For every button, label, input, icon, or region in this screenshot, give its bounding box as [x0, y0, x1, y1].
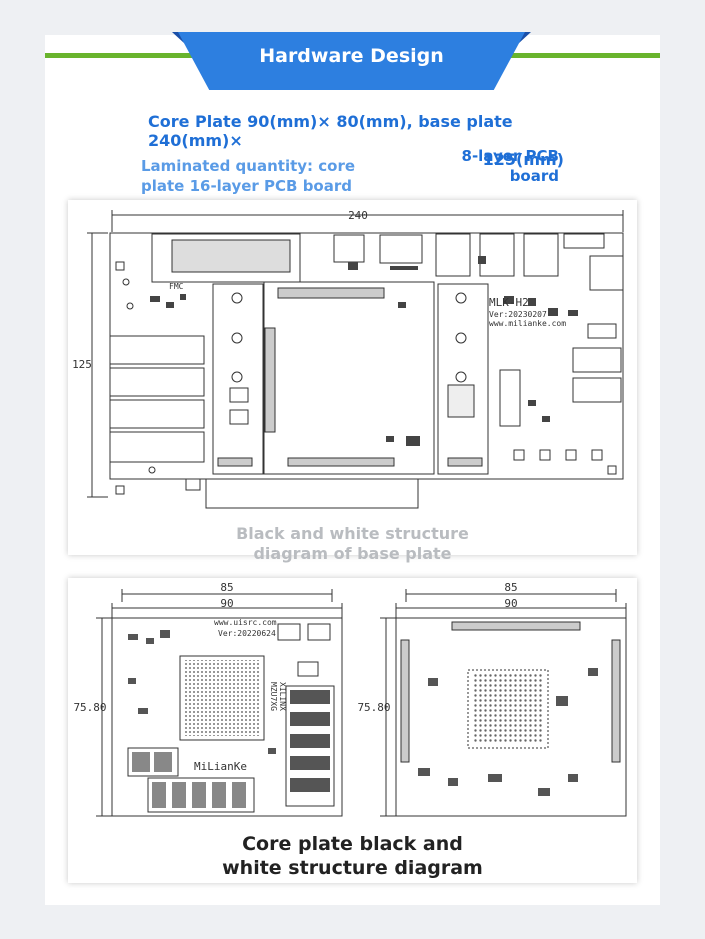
core-caption-line1: Core plate black and: [242, 833, 463, 855]
base-width-label: 240: [348, 209, 368, 222]
model-label: MLK-H2: [489, 296, 529, 309]
core-plate-caption: Core plate black and white structure dia…: [68, 832, 637, 880]
core-chip-line1: XILINX: [278, 682, 287, 711]
fmc-label: FMC: [169, 282, 184, 291]
core-url-label: www.uisrc.com: [214, 618, 277, 627]
core-plate-diagrams: 85 90 75.80 85 90 75.80 www.uisrc.com Ve…: [73, 581, 627, 817]
core-plate-card: 85 90 75.80 85 90 75.80 www.uisrc.com Ve…: [68, 578, 637, 883]
core-top-outer-width: 85: [220, 581, 233, 594]
core-bottom-height: 75.80: [357, 701, 390, 714]
core-dimensions-line1: Core Plate 90(mm)× 80(mm), base plate 24…: [148, 112, 513, 150]
laminated-quantity: Laminated quantity: core plate 16-layer …: [141, 156, 361, 196]
laminated-line1: Laminated quantity: core: [141, 157, 356, 175]
core-bottom-inner-width: 90: [504, 597, 517, 610]
url-label: www.milianke.com: [489, 319, 566, 328]
core-version-label: Ver:20220624: [218, 629, 276, 638]
base-plate-caption: Black and white structure diagram of bas…: [68, 524, 637, 564]
core-brand-label: MiLianKe: [194, 760, 247, 773]
base-height-label: 125: [72, 358, 92, 371]
core-dimensions-line2: 125(mm): [482, 150, 564, 169]
title-banner: [178, 32, 525, 90]
base-caption-line2: diagram of base plate: [253, 544, 452, 563]
core-plate-dimensions: Core Plate 90(mm)× 80(mm), base plate 24…: [148, 112, 578, 169]
pcb-layer-note: 8-layer PCB board: [455, 146, 559, 186]
core-chip-line2: MZU7XG: [269, 682, 278, 711]
laminated-line2: plate 16-layer PCB board: [141, 177, 352, 195]
version-label: Ver:20230207: [489, 310, 547, 319]
core-top-inner-width: 90: [220, 597, 233, 610]
page-title: Hardware Design: [259, 45, 444, 67]
base-plate-card: 240 125 FMC MLK-H2 Ver:20230207 www.mili…: [68, 200, 637, 563]
core-caption-line2: white structure diagram: [222, 857, 483, 879]
base-plate-diagram: 240 125 FMC MLK-H2 Ver:20230207 www.mili…: [72, 209, 624, 509]
core-bottom-outer-width: 85: [504, 581, 517, 594]
pcb-line2: board: [509, 167, 559, 185]
pcb-line1: 8-layer PCB: [461, 147, 559, 165]
base-caption-line1: Black and white structure: [236, 524, 469, 543]
core-top-height: 75.80: [73, 701, 106, 714]
